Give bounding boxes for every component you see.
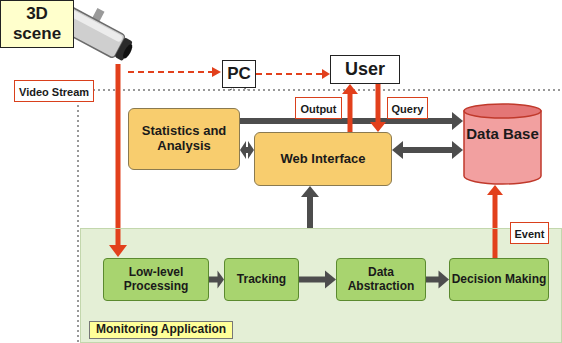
connector <box>487 185 503 258</box>
process-box: Statistics and Analysis <box>128 108 240 170</box>
video-stream-head <box>109 245 127 257</box>
camera-glass <box>121 43 134 60</box>
connector-line <box>426 277 441 283</box>
cylinder-body <box>464 111 541 184</box>
arrow-head <box>439 271 450 289</box>
label-box: Video Stream <box>14 80 94 102</box>
node-text: Decision Making <box>452 273 547 287</box>
system-boundary <box>78 90 562 343</box>
process-box: Low-level Processing <box>103 258 209 301</box>
database-cylinder: Data Base <box>463 103 542 185</box>
application-band: Monitoring Application Low-level Processi… <box>80 228 562 343</box>
edge-label-box: Query <box>387 97 429 119</box>
camera-highlight <box>67 8 123 42</box>
node-text: Web Interface <box>280 152 365 167</box>
user-box: User <box>330 55 400 84</box>
connector-line <box>299 277 327 283</box>
edge-label-box: Event <box>510 222 550 244</box>
stream-label: Video Stream <box>19 86 89 98</box>
arrow-head <box>240 141 246 159</box>
arrow-head <box>342 84 358 94</box>
connector <box>301 186 319 228</box>
process-box: Web Interface <box>254 132 392 186</box>
arrow-head <box>487 185 503 195</box>
process-box: Decision Making <box>449 258 549 301</box>
connector-line <box>256 73 324 75</box>
video-stream-arrow <box>116 64 121 247</box>
cylinder-top <box>464 104 541 118</box>
band-ground <box>80 228 562 343</box>
connector <box>392 141 463 159</box>
node-text: Low-level Processing <box>104 266 208 294</box>
node-text: Data Abstraction <box>337 266 425 294</box>
camera-pc-head <box>212 67 221 77</box>
connector-line <box>209 277 219 283</box>
connector <box>209 271 224 289</box>
node-text: PC <box>227 64 251 84</box>
node-text: User <box>345 59 385 80</box>
connector <box>370 84 386 132</box>
arrow-head <box>452 112 463 130</box>
node-text: Tracking <box>237 273 286 287</box>
node-text: 3D scene <box>1 4 73 43</box>
process-box: Data Abstraction <box>336 258 426 301</box>
connector <box>342 84 358 132</box>
pc-box: PC <box>222 60 256 88</box>
node-text: Data Base <box>466 125 539 142</box>
arrow-head <box>325 271 336 289</box>
edge-label: Query <box>392 103 424 115</box>
connector-line <box>493 193 498 258</box>
edge-label-box: Output <box>295 97 341 119</box>
connector <box>299 271 336 289</box>
cylinder-shape <box>463 103 542 185</box>
edge-label: Output <box>300 103 336 115</box>
connector-line <box>376 84 381 124</box>
connector-line <box>401 147 454 153</box>
camera-pc-link <box>128 71 213 73</box>
process-box: Tracking <box>224 258 299 301</box>
arrow-head <box>301 186 319 197</box>
connector-line <box>348 92 353 132</box>
arrow-head <box>370 122 386 132</box>
scene-box: 3D scene <box>0 0 74 48</box>
node-text: Monitoring Application <box>89 321 233 339</box>
connector <box>426 271 449 289</box>
connector-line <box>307 195 313 228</box>
connector <box>256 69 330 79</box>
edge-label: Event <box>515 228 545 240</box>
arrow-head <box>452 141 463 159</box>
node-text: Statistics and Analysis <box>129 124 239 154</box>
arrow-head <box>392 141 403 159</box>
arrow-head <box>322 69 330 79</box>
connector <box>240 141 254 159</box>
